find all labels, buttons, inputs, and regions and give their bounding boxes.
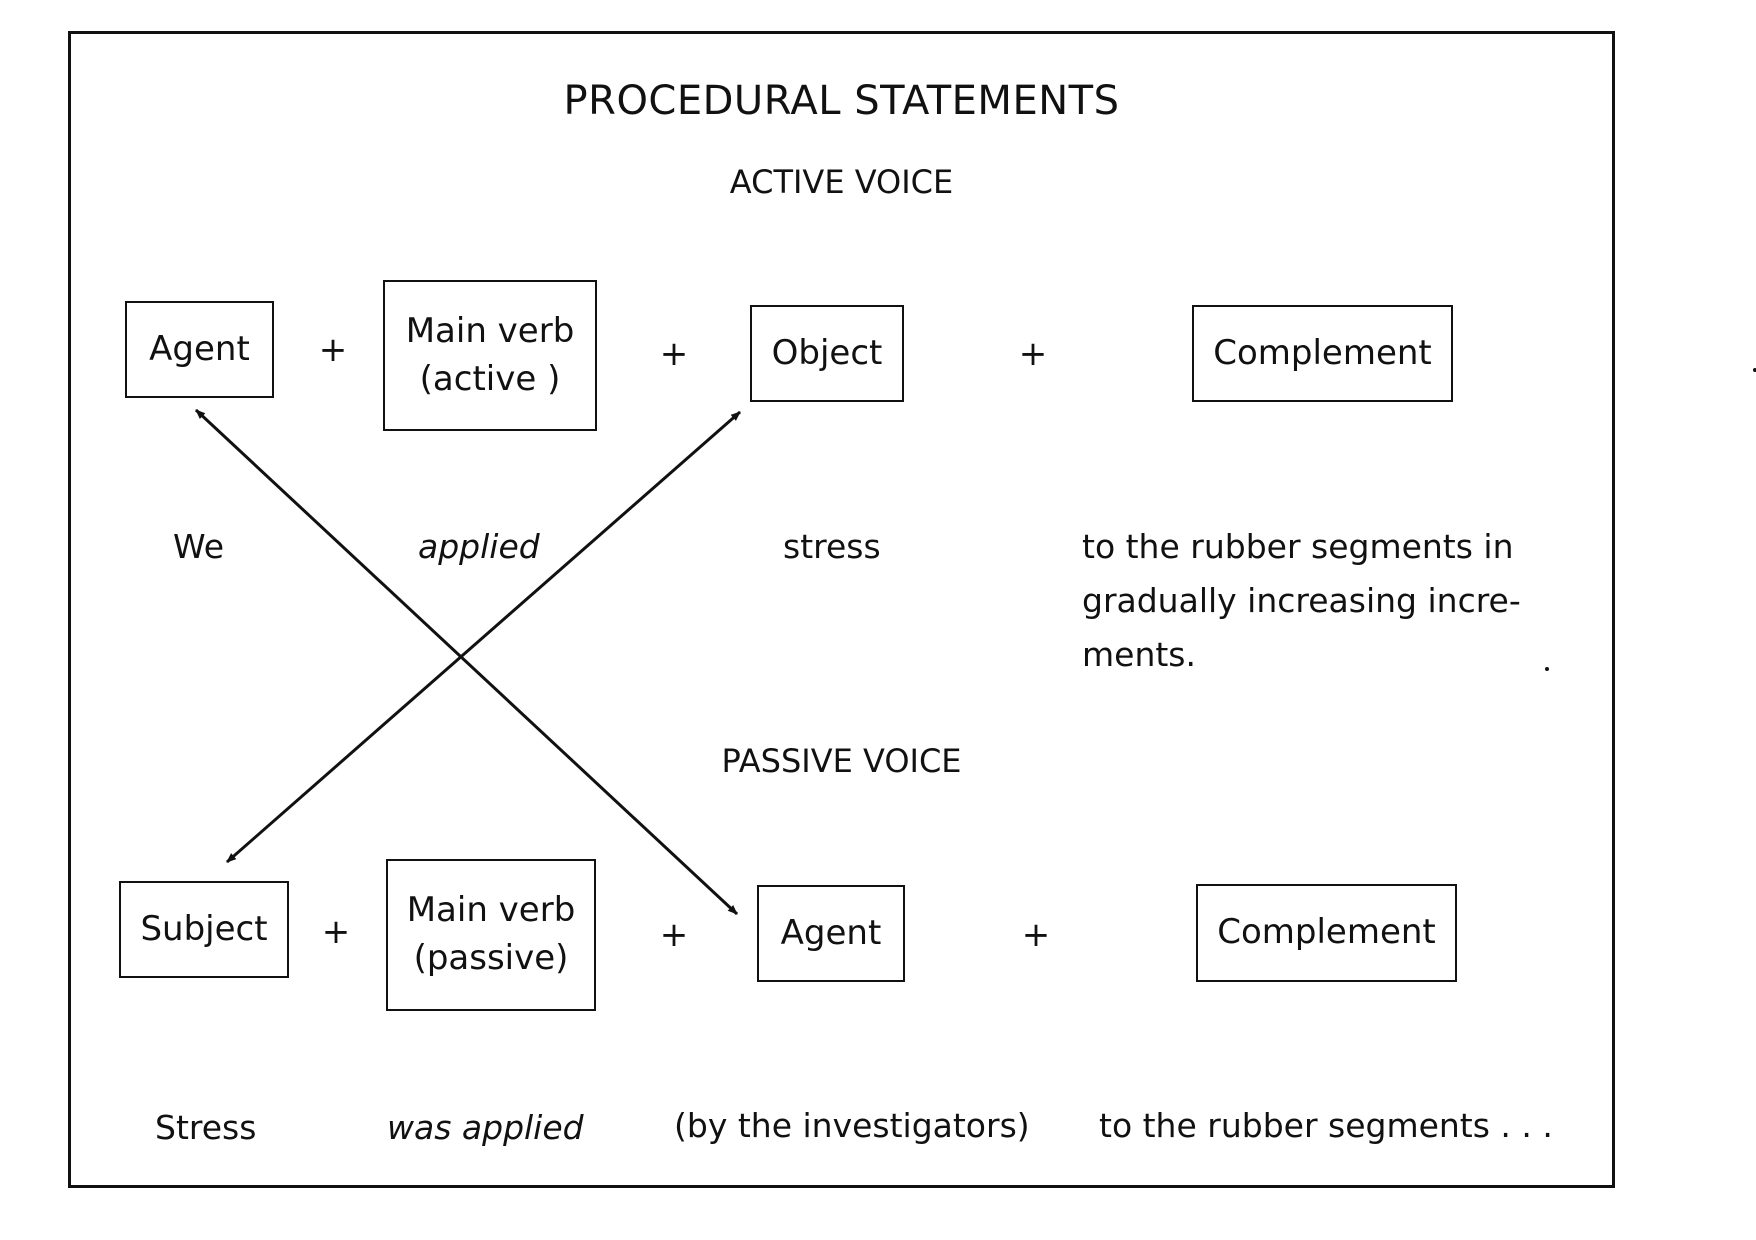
passive-complement-box: Complement: [1196, 884, 1457, 982]
active-main-verb-label: Main verb: [405, 310, 575, 351]
passive-agent-label: Agent: [780, 912, 882, 953]
passive-subject-label: Subject: [140, 908, 268, 949]
passive-main-verb-sublabel: (passive): [413, 938, 569, 978]
diagram-title: PROCEDURAL STATEMENTS: [563, 78, 1120, 124]
passive-example-verb: was applied: [387, 1108, 584, 1147]
passive-plus-1: +: [321, 912, 351, 952]
passive-example-agent: (by the investigators): [674, 1106, 1030, 1145]
active-main-verb-sublabel: (active ): [419, 358, 561, 399]
active-voice-heading: ACTIVE VOICE: [729, 163, 954, 201]
active-complement-label: Complement: [1213, 332, 1432, 373]
active-main-verb-box: Main verb (active ): [383, 280, 597, 431]
passive-voice-heading: PASSIVE VOICE: [721, 742, 962, 780]
active-plus-3: +: [1018, 334, 1048, 374]
active-agent-box: Agent: [125, 301, 274, 398]
passive-plus-2: +: [659, 915, 689, 955]
active-plus-2: +: [659, 334, 689, 374]
passive-example-subject: Stress: [155, 1108, 257, 1147]
passive-plus-3: +: [1021, 915, 1051, 955]
diagram-frame: [68, 31, 1615, 1188]
active-object-box: Object: [750, 305, 904, 402]
active-complement-box: Complement: [1192, 305, 1453, 402]
active-example-object: stress: [783, 527, 881, 566]
passive-subject-box: Subject: [119, 881, 289, 978]
passive-complement-label: Complement: [1217, 912, 1436, 953]
passive-example-complement: to the rubber segments . . .: [1099, 1106, 1553, 1145]
active-example-complement-line-3: ments.: [1082, 635, 1196, 674]
passive-agent-box: Agent: [757, 885, 905, 982]
scan-speck: [1753, 368, 1756, 372]
active-object-label: Object: [771, 332, 883, 373]
scan-speck: [1545, 667, 1549, 671]
active-example-complement-line-1: to the rubber segments in: [1082, 527, 1514, 566]
active-example-complement: to the rubber segments in gradually incr…: [1082, 520, 1532, 682]
active-plus-1: +: [318, 330, 348, 370]
arrow-active-object-to-passive-subject: [226, 410, 741, 864]
active-agent-label: Agent: [149, 328, 250, 369]
active-example-complement-line-2: gradually increasing incre-: [1082, 581, 1521, 620]
